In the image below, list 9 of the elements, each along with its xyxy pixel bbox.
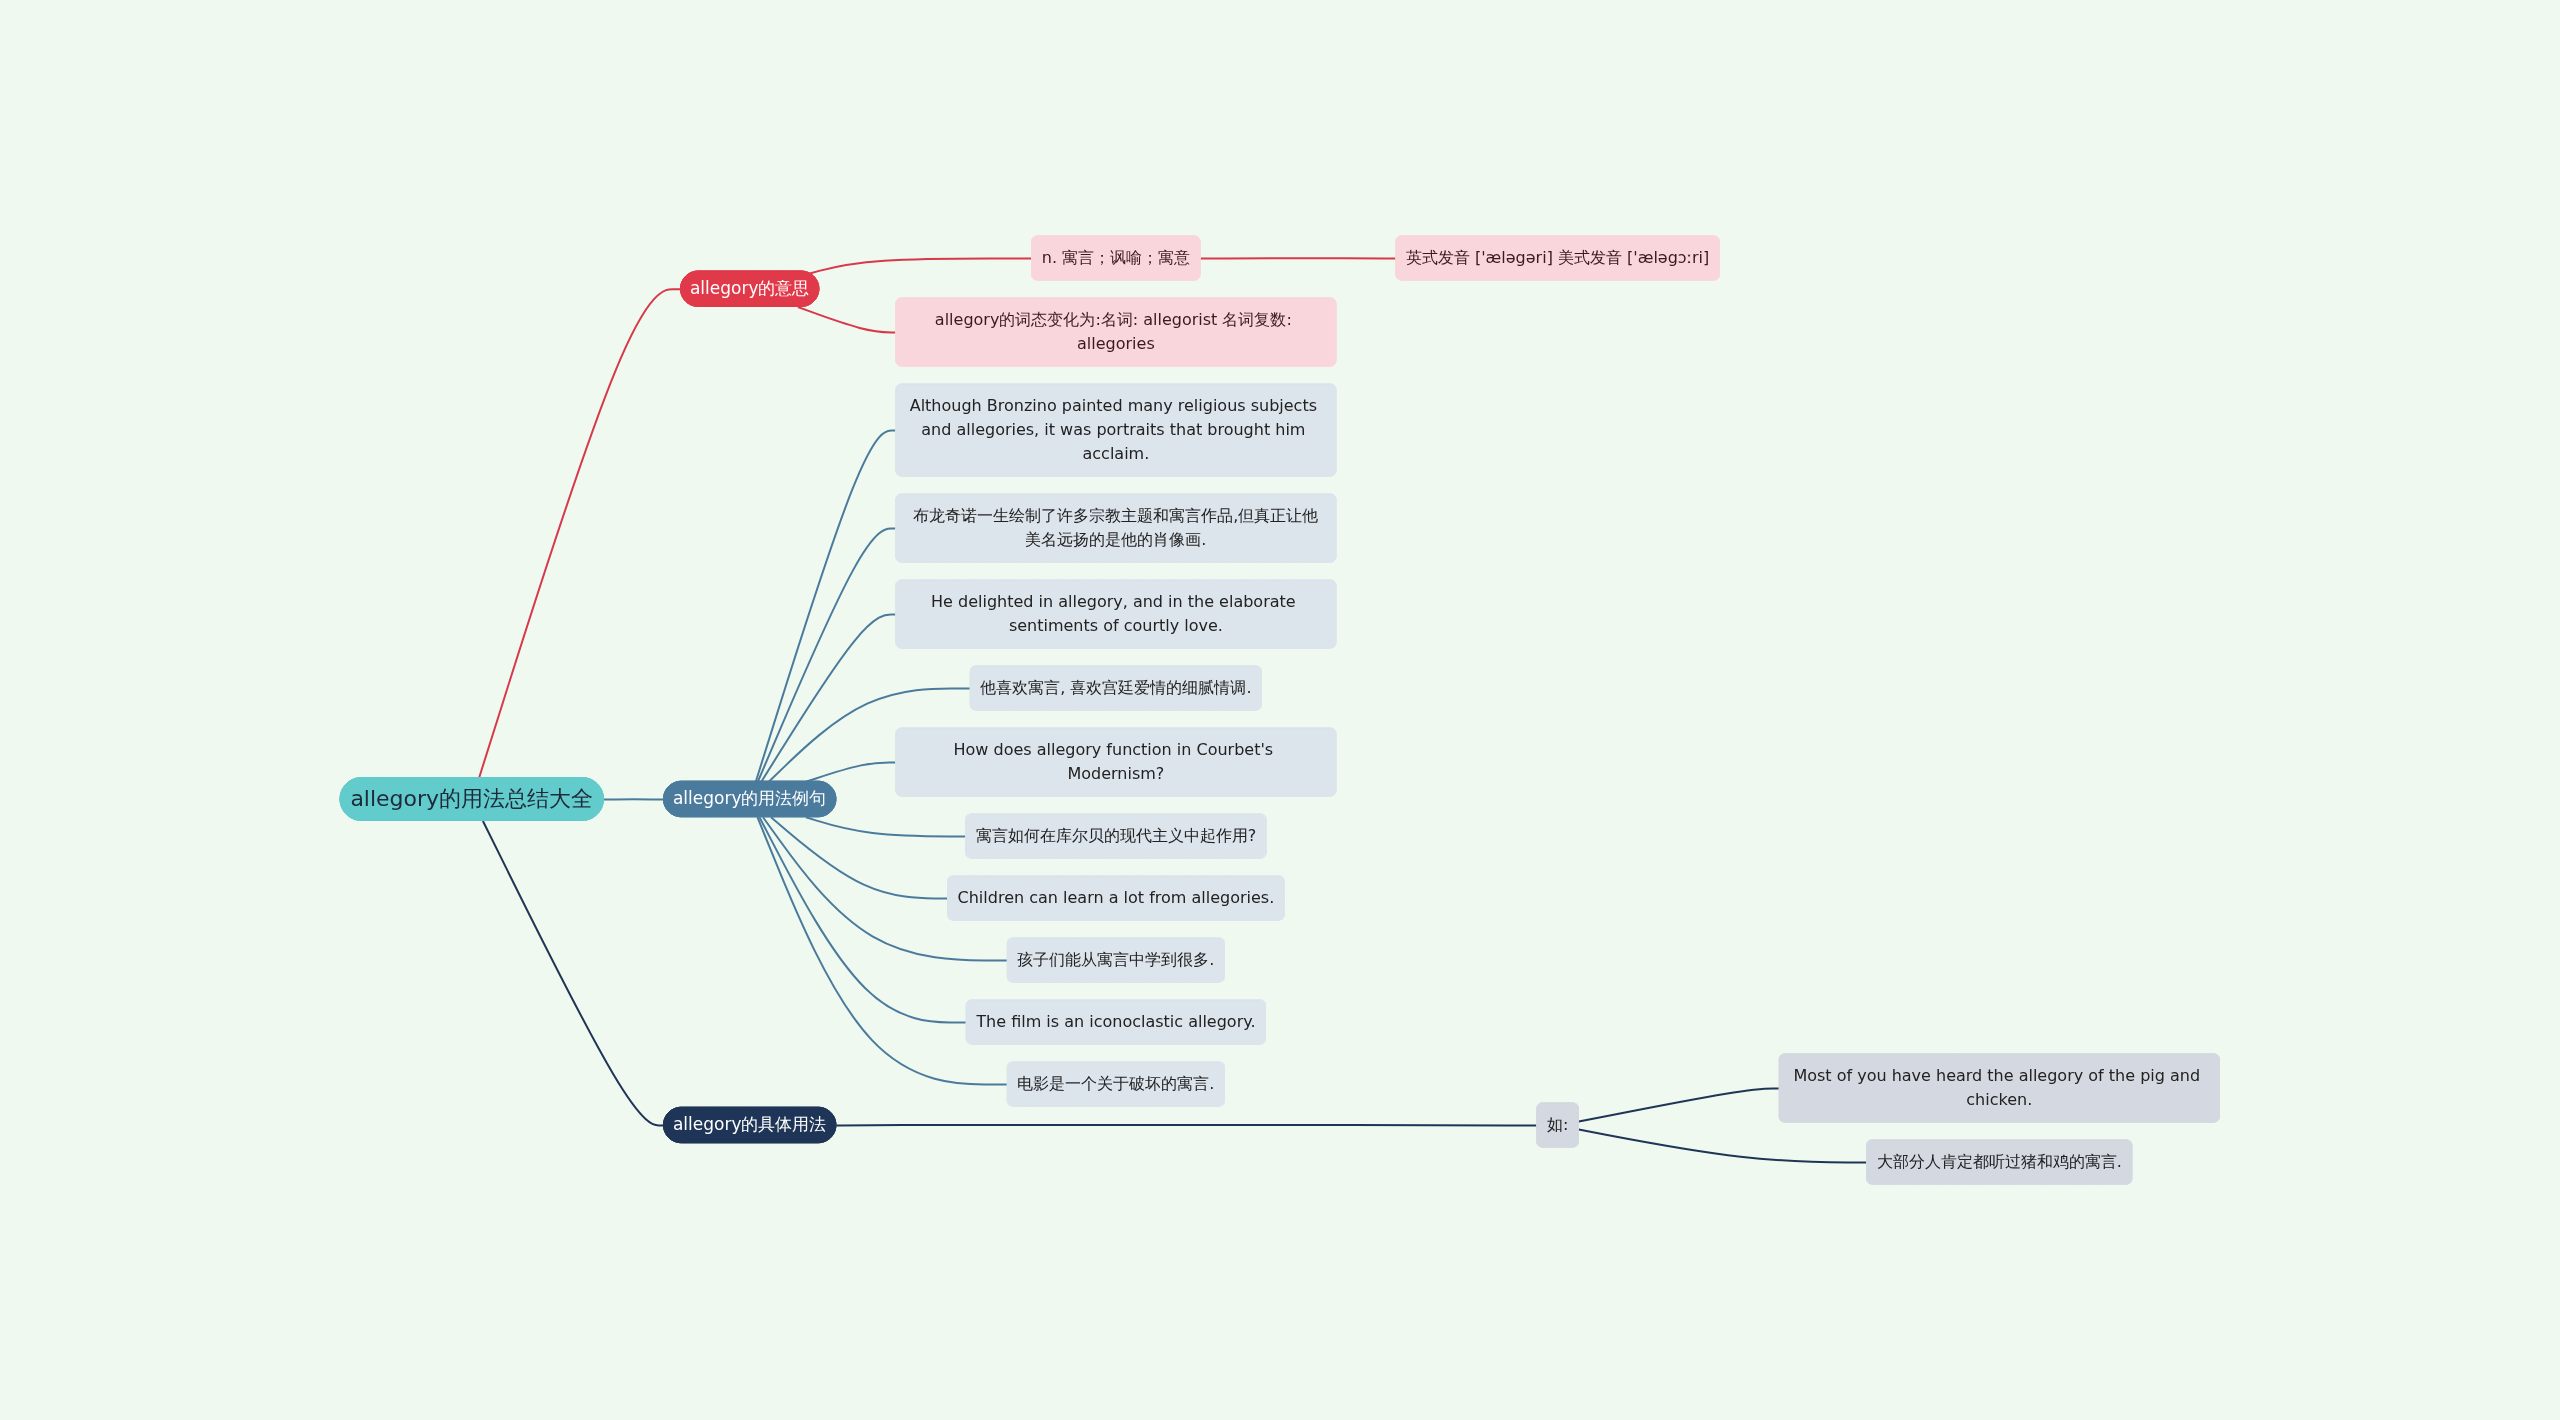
connector [760, 613, 898, 783]
connector [1578, 1128, 1869, 1164]
connector [809, 257, 1034, 275]
connector [805, 761, 898, 783]
connector [835, 1124, 1539, 1127]
connector [757, 527, 898, 783]
connector [797, 306, 898, 334]
connector [1199, 257, 1398, 260]
connector [755, 429, 898, 783]
